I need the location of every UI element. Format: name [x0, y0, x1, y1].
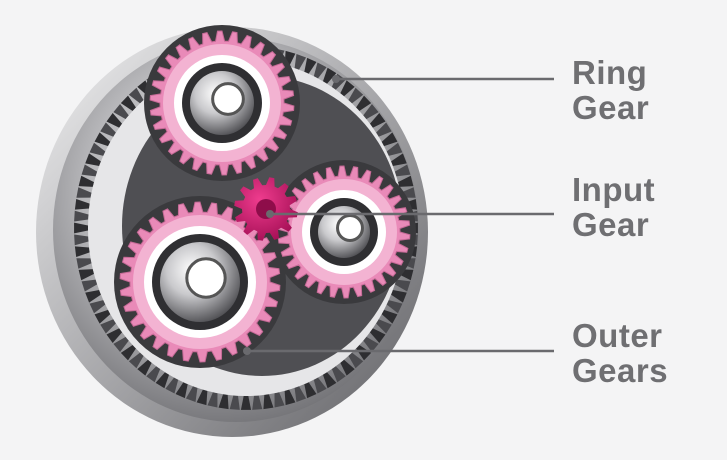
- ring-tooth: [78, 269, 95, 281]
- ring-tooth: [106, 328, 123, 343]
- ring-tooth: [394, 164, 411, 177]
- ring-tooth: [397, 175, 414, 187]
- ring-tooth: [74, 210, 89, 222]
- ring-tooth: [165, 377, 179, 394]
- ring-tooth: [229, 395, 240, 410]
- ring-tooth: [391, 289, 407, 303]
- ring-tooth: [304, 57, 317, 74]
- ring-tooth: [94, 132, 111, 147]
- ring-tooth: [74, 234, 89, 246]
- ring-tooth: [322, 67, 337, 84]
- ring-tooth: [356, 345, 372, 361]
- input-gear-label-line1: Input: [572, 171, 656, 208]
- ring-tooth: [137, 359, 152, 376]
- ring-tooth: [113, 336, 129, 352]
- ring-tooth: [263, 394, 274, 410]
- ring-tooth: [175, 382, 188, 399]
- ring-tooth: [386, 300, 403, 314]
- ring-tooth: [348, 87, 364, 104]
- ring-tooth: [381, 132, 398, 147]
- input-gear-label: Input Gear: [572, 172, 655, 242]
- ring-tooth: [89, 142, 106, 156]
- ring-tooth: [185, 386, 198, 402]
- ring-tooth: [106, 113, 123, 128]
- ring-tooth: [294, 386, 307, 402]
- leader-dot-input: [266, 210, 274, 218]
- ring-tooth: [284, 389, 296, 406]
- leader-lines: [243, 75, 554, 355]
- ring-tooth: [76, 187, 92, 198]
- ring-tooth: [313, 377, 327, 394]
- outer-gear-right: [272, 160, 416, 304]
- ring-tooth: [391, 153, 407, 167]
- planet-axle: [336, 214, 364, 242]
- ring-tooth: [252, 395, 263, 410]
- ring-tooth: [120, 95, 136, 111]
- ring-tooth: [369, 328, 386, 343]
- ring-tooth: [363, 104, 379, 120]
- ring-tooth: [294, 54, 307, 70]
- ring-tooth: [381, 309, 398, 324]
- ring-gear-label-line2: Gear: [572, 89, 650, 126]
- ring-tooth: [74, 222, 89, 234]
- ring-tooth: [394, 279, 411, 292]
- ring-tooth: [128, 352, 144, 369]
- input-gear: [234, 177, 298, 241]
- ring-tooth: [94, 309, 111, 324]
- ring-tooth: [218, 394, 229, 410]
- outer-gears-label-line2: Gears: [572, 352, 669, 389]
- outer-gear-left: [114, 196, 286, 368]
- ring-tooth: [81, 279, 98, 292]
- ring-tooth: [146, 366, 161, 383]
- ring-tooth: [340, 80, 355, 97]
- ring-tooth: [322, 372, 337, 389]
- ring-tooth: [120, 345, 136, 361]
- ring-tooth: [376, 319, 392, 334]
- ring-tooth: [376, 122, 392, 137]
- ring-tooth: [89, 300, 106, 314]
- ring-tooth: [81, 164, 98, 177]
- ring-tooth: [155, 372, 170, 389]
- ring-gear-label-line1: Ring: [572, 54, 648, 91]
- outer-gears-label-line1: Outer: [572, 317, 663, 354]
- ring-tooth: [196, 389, 208, 406]
- ring-tooth: [348, 352, 364, 369]
- ring-tooth: [85, 153, 101, 167]
- planet-axle: [211, 82, 245, 116]
- ring-tooth: [363, 336, 379, 352]
- ring-tooth: [356, 95, 372, 111]
- ring-tooth: [369, 113, 386, 128]
- ring-tooth: [74, 246, 90, 258]
- ring-tooth: [74, 198, 90, 210]
- planet-axle: [185, 257, 227, 299]
- outer-gears-label: Outer Gears: [572, 318, 668, 388]
- ring-tooth: [304, 382, 317, 399]
- ring-tooth: [76, 258, 92, 269]
- ring-tooth: [386, 142, 403, 156]
- ring-tooth: [85, 289, 101, 303]
- ring-tooth: [128, 87, 144, 104]
- ring-tooth: [113, 104, 129, 120]
- ring-tooth: [100, 319, 116, 334]
- outer-gear-top: [144, 25, 300, 181]
- input-gear-label-line2: Gear: [572, 206, 650, 243]
- ring-tooth: [207, 392, 218, 408]
- ring-tooth: [331, 366, 346, 383]
- leader-dot-ring: [332, 75, 340, 83]
- leader-dot-outer: [243, 347, 251, 355]
- ring-tooth: [274, 392, 285, 408]
- ring-tooth: [100, 122, 116, 137]
- ring-tooth: [240, 395, 252, 410]
- ring-tooth: [78, 175, 95, 187]
- ring-gear-label: Ring Gear: [572, 55, 649, 125]
- ring-tooth: [340, 359, 355, 376]
- ring-tooth: [313, 62, 327, 79]
